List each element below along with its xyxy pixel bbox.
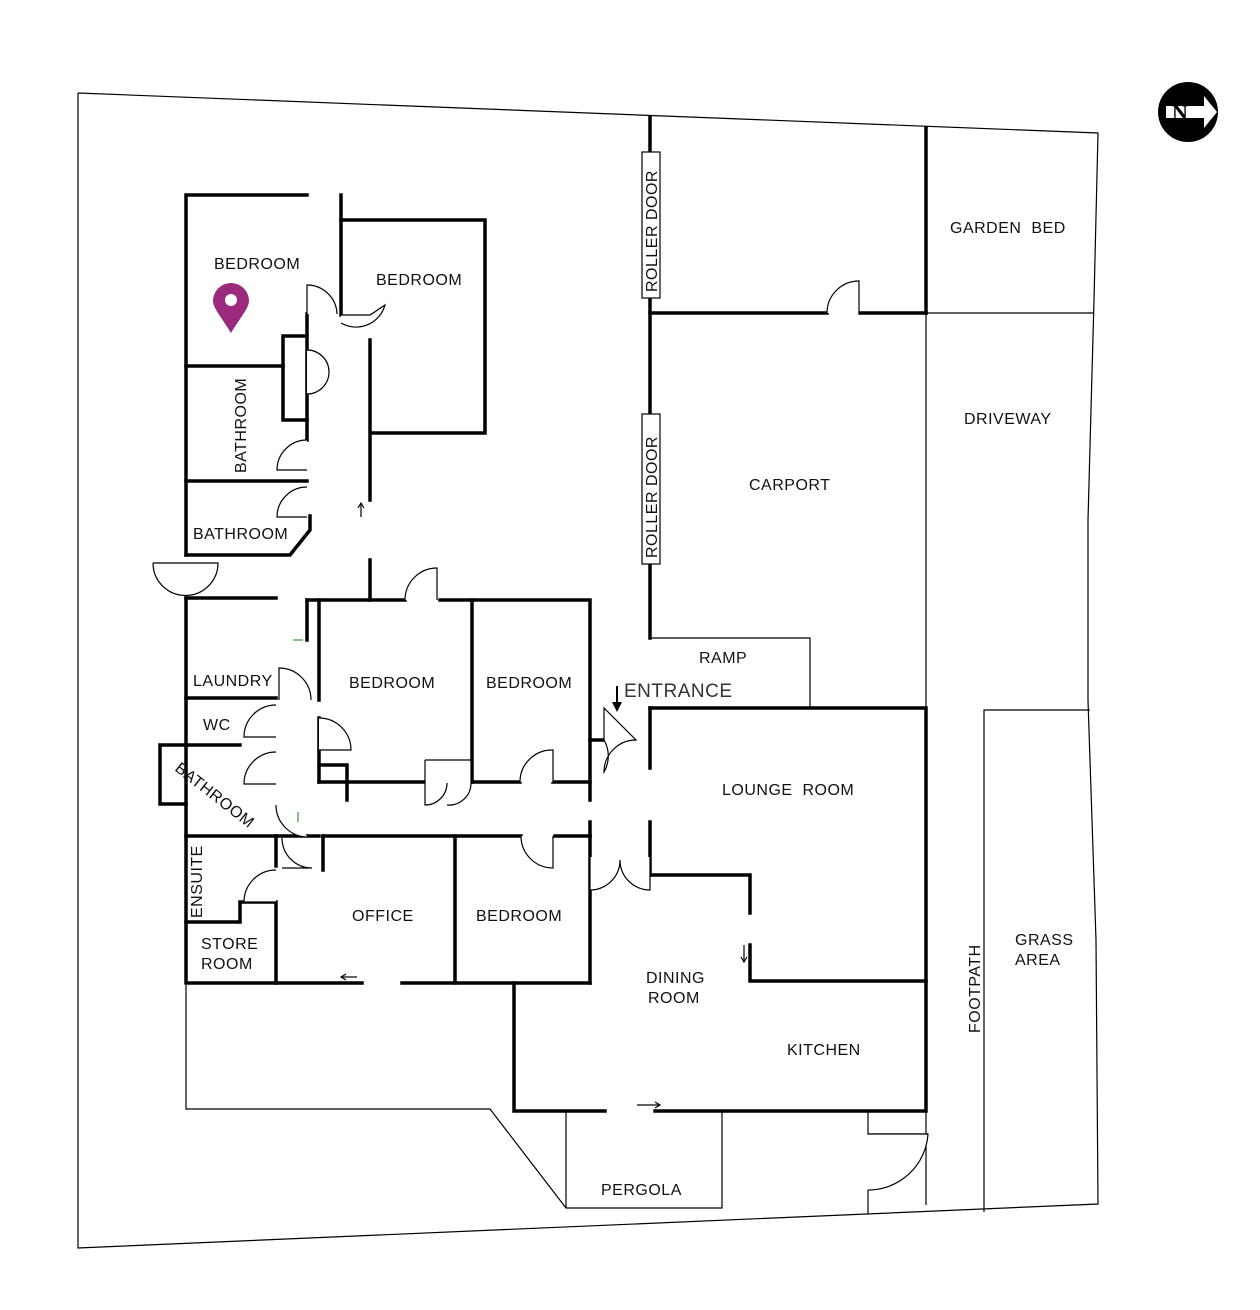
entrance-arrow [612, 686, 622, 712]
room-label-bedroom: BEDROOM [486, 675, 572, 692]
room-label-garden-bed: GARDEN BED [950, 220, 1066, 237]
doors [152, 280, 929, 1191]
roller-door-1: ROLLER DOOR [641, 151, 661, 299]
room-label-bathroom: BATHROOM [233, 378, 250, 473]
room-label-footpath: FOOTPATH [967, 944, 984, 1033]
room-label-room: ROOM [648, 990, 700, 1007]
room-label-bedroom: BEDROOM [376, 272, 462, 289]
room-label-bathroom: BATHROOM [193, 526, 288, 543]
room-label-wc: WC [203, 717, 231, 734]
dimension-markers [293, 639, 303, 822]
room-label-carport: CARPORT [749, 477, 830, 494]
room-label-lounge-room: LOUNGE ROOM [722, 782, 854, 799]
entrance-label: ENTRANCE [624, 681, 733, 702]
room-label-store: STORE [201, 936, 258, 953]
room-label-bedroom: BEDROOM [476, 908, 562, 925]
room-label-driveway: DRIVEWAY [964, 411, 1052, 428]
room-label-dining: DINING [646, 970, 705, 987]
room-label-ensuite: ENSUITE [189, 845, 206, 918]
location-pin-icon [213, 283, 249, 333]
direction-arrows [339, 501, 748, 1109]
roller-door-2: ROLLER DOOR [641, 413, 661, 565]
compass-letter: N [1172, 100, 1188, 125]
north-compass-icon: N [1158, 82, 1218, 142]
room-label-bedroom: BEDROOM [214, 256, 300, 273]
room-label-pergola: PERGOLA [601, 1182, 682, 1199]
room-label-kitchen: KITCHEN [787, 1042, 861, 1059]
room-label-office: OFFICE [352, 908, 414, 925]
room-label-room: ROOM [201, 956, 253, 973]
roller-door-label: ROLLER DOOR [644, 170, 661, 292]
room-label-area: AREA [1015, 952, 1061, 969]
roller-door-label: ROLLER DOOR [644, 436, 661, 558]
room-label-ramp: RAMP [699, 650, 747, 667]
room-label-grass: GRASS [1015, 932, 1074, 949]
property-boundary [77, 92, 1099, 1249]
room-label-bedroom: BEDROOM [349, 675, 435, 692]
room-label-laundry: LAUNDRY [193, 673, 273, 690]
